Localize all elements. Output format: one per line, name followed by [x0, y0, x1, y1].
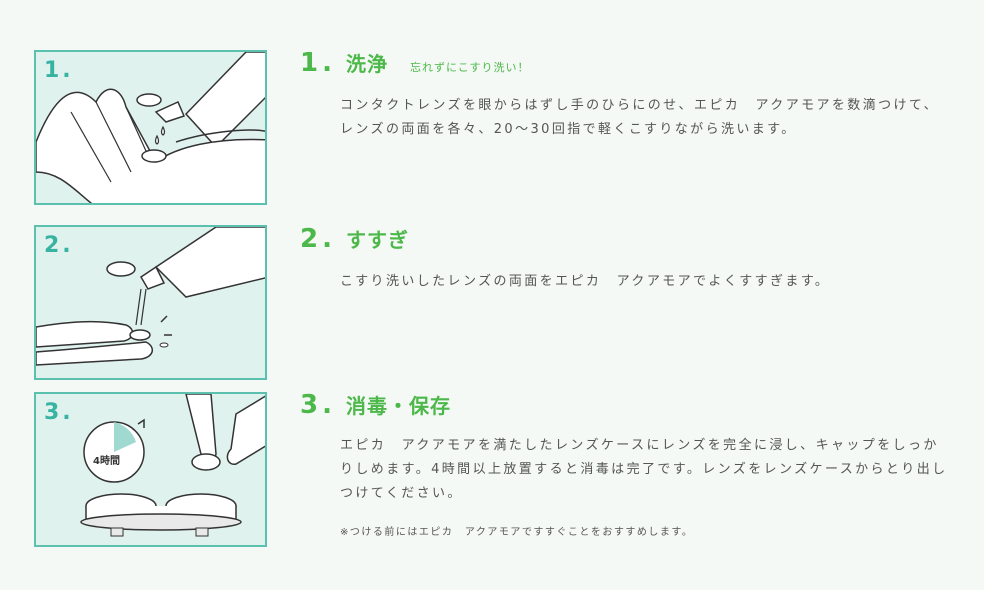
step-1-illustration: 1.: [34, 50, 267, 205]
step-3-illustration: 3. 4時間: [34, 392, 267, 547]
clock-label: 4時間: [93, 452, 120, 467]
panel-number: 3.: [44, 400, 74, 425]
step-title: 消毒・保存: [346, 390, 451, 419]
step-subtitle: 忘れずにこすり洗い！: [410, 59, 530, 75]
step-description: エピカ アクアモアを満たしたレンズケースにレンズを完全に浸し、キャップをしっかり…: [340, 434, 950, 506]
step-note: ※つける前にはエピカ アクアモアですすぐことをおすすめします。: [340, 523, 693, 538]
step-title: すすぎ: [346, 224, 409, 253]
step-number: 2.: [300, 224, 336, 254]
step-title: 洗浄: [346, 48, 388, 77]
step-2-illustration: 2.: [34, 225, 267, 380]
panel-number: 2.: [44, 233, 74, 258]
panel-number: 1.: [44, 58, 74, 83]
step-number: 3.: [300, 390, 336, 420]
step-description: コンタクトレンズを眼からはずし手のひらにのせ、エピカ アクアモアを数滴つけて、レ…: [340, 94, 950, 142]
step-heading: 1. 洗浄 忘れずにこすり洗い！: [300, 48, 530, 78]
step-heading: 2. すすぎ: [300, 224, 409, 254]
step-heading: 3. 消毒・保存: [300, 390, 451, 420]
step-number: 1.: [300, 48, 336, 78]
step-description: こすり洗いしたレンズの両面をエピカ アクアモアでよくすすぎます。: [340, 270, 950, 294]
